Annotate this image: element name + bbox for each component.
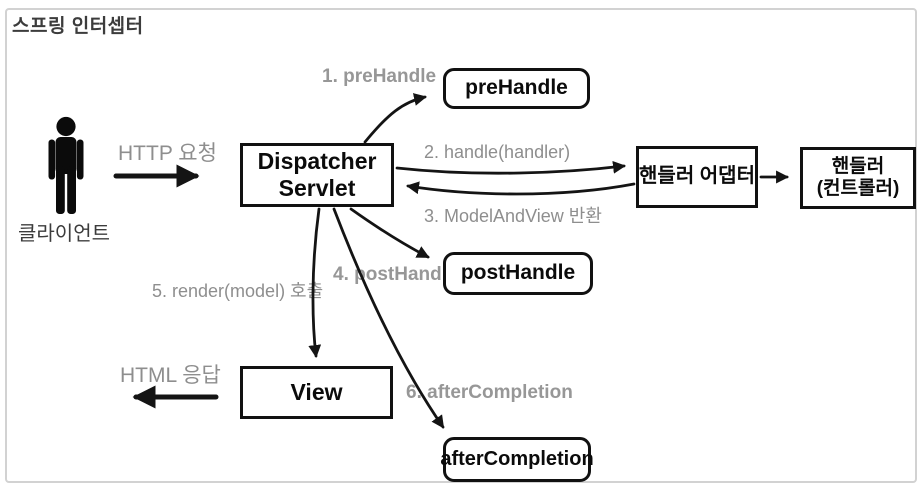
step-3-modelandview-label: 3. ModelAndView 반환 [424,206,602,226]
arrow-to-prehandle [363,93,427,144]
client-label: 클라이언트 [18,223,110,245]
http-request-label: HTTP 요청 [118,142,217,165]
step-5-render-label: 5. render(model) 호출 [152,281,324,301]
diagram-title: 스프링 인터셉터 [12,16,144,37]
handler-adapter-box: 핸들러 어댑터 [636,146,758,208]
step-4-posthandle-label: 4. postHandle [333,264,458,285]
handler-line2: (컨트롤러) [816,178,900,199]
client-person-icon [48,116,84,214]
handler-line1: 핸들러 [831,155,885,177]
step-1-prehandle-label: 1. preHandle [322,66,437,87]
html-response-label: HTML 응답 [120,364,221,387]
view-box: View [240,366,393,419]
dispatcher-line2: Servlet [278,175,356,201]
arrow-handle-to-adapter [395,160,626,175]
dispatcher-line1: Dispatcher [257,147,377,174]
step-6-aftercompletion-label: 6. afterCompletion [406,382,573,403]
arrow-modelandview-return [406,181,636,196]
arrow-to-posthandle [349,207,430,259]
aftercompletion-box: afterCompletion [440,437,594,482]
step-2-handle-label: 2. handle(handler) [424,142,571,162]
prehandle-box: preHandle [443,68,590,109]
handler-controller-box: 핸들러 (컨트롤러) [800,147,916,209]
posthandle-box: postHandle [443,252,593,295]
dispatcher-servlet-box: Dispatcher Servlet [240,143,394,207]
